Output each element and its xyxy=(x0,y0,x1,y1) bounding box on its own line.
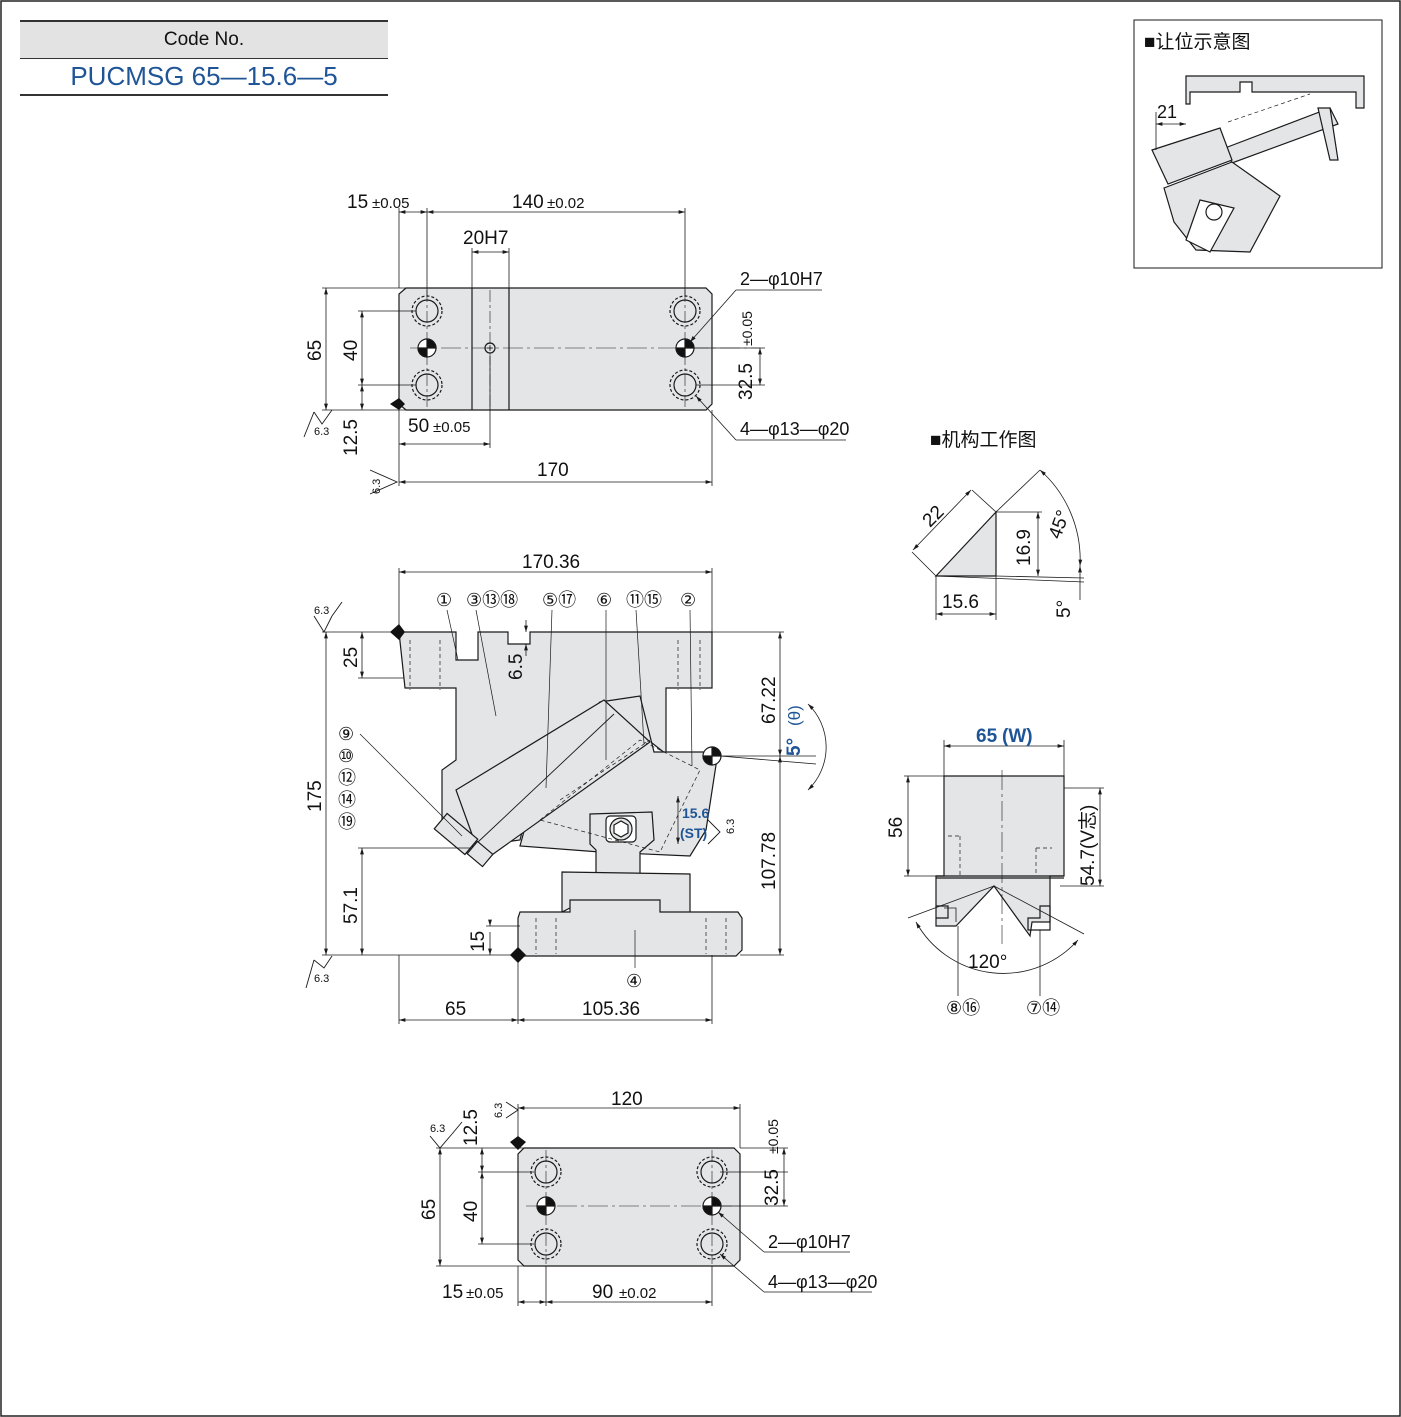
dim-50: 50 xyxy=(408,416,429,437)
part-callout-14: ⑭ xyxy=(338,790,356,810)
theta-label: (θ) xyxy=(785,705,804,726)
top-plate xyxy=(398,287,713,411)
part-callout-12: ⑫ xyxy=(338,768,356,788)
side-angle-120: 120° xyxy=(968,952,1007,973)
part-callout-6: ⑥ xyxy=(596,590,612,610)
bottom-dim-15: 15 xyxy=(442,1282,463,1303)
angle-5: 5° xyxy=(784,738,805,756)
mech-angle-5: 5° xyxy=(1054,600,1075,618)
side-dim-65: 65 xyxy=(976,726,998,747)
rough-bottom: 6.3 xyxy=(314,973,329,985)
bottom-dim-32-5: 32.5 xyxy=(762,1169,783,1206)
dim-57-1: 57.1 xyxy=(341,887,362,924)
part-callout-10: ⑩ xyxy=(338,746,354,766)
hole-pin-label: 2—φ10H7 xyxy=(740,269,823,289)
code-value: PUCMSG 65—15.6—5 xyxy=(20,59,388,96)
bottom-hole-pin: 2—φ10H7 xyxy=(768,1232,851,1252)
part-callout-2: ② xyxy=(680,590,696,610)
part-callout-8-16: ⑧⑯ xyxy=(946,998,980,1018)
hole-bolt-label: 4—φ13—φ20 xyxy=(740,419,849,439)
side-view xyxy=(904,740,1104,996)
top-view xyxy=(303,208,846,495)
clearance-dim-21: 21 xyxy=(1157,102,1177,122)
front-view xyxy=(305,568,827,1024)
code-header: Code No. xyxy=(20,20,388,59)
part-callout-3-13-18: ③⑬⑱ xyxy=(466,590,518,610)
front-view-labels: 170.36 25 6.5 67.22 5° (θ) 175 107.78 15… xyxy=(305,552,805,1020)
tol-15: ±0.05 xyxy=(372,195,409,212)
clearance-title: ■让位示意图 xyxy=(1144,31,1250,53)
part-callout-9: ⑨ xyxy=(338,724,354,744)
side-view-labels: 65 (W) 56 54.7(V志) 120° ⑧⑯ ⑦⑭ xyxy=(886,726,1099,1018)
part-callout-19: ⑲ xyxy=(338,812,356,832)
bottom-dim-40: 40 xyxy=(461,1201,482,1222)
dim-170-36: 170.36 xyxy=(522,552,580,573)
bottom-view xyxy=(429,1101,872,1306)
side-w-label: (W) xyxy=(1002,726,1033,747)
bottom-tol-15: ±0.05 xyxy=(466,1285,503,1302)
dim-65: 65 xyxy=(445,999,466,1020)
part-callout-5-17: ⑤⑰ xyxy=(542,590,576,610)
tol-32-5: ±0.05 xyxy=(739,311,755,346)
bottom-dim-90: 90 xyxy=(592,1282,613,1303)
dim-6-5: 6.5 xyxy=(506,654,527,680)
rough-side: 6.3 xyxy=(725,819,737,834)
tol-50: ±0.05 xyxy=(433,419,470,436)
bottom-hole-bolt: 4—φ13—φ20 xyxy=(768,1272,877,1292)
code-number-box: Code No. PUCMSG 65—15.6—5 xyxy=(20,20,388,96)
stroke-label: (ST) xyxy=(680,825,707,841)
stroke-value: 15.6 xyxy=(682,805,709,821)
dim-25: 25 xyxy=(341,647,362,668)
dim-12-5: 12.5 xyxy=(341,419,362,456)
part-callout-1: ① xyxy=(436,590,452,610)
mech-dim-22: 22 xyxy=(919,502,949,532)
mech-angle-45: 45° xyxy=(1045,508,1075,542)
bottom-dim-65: 65 xyxy=(419,1199,440,1220)
front-base-plate xyxy=(517,899,743,957)
dim-15: 15 xyxy=(468,931,489,952)
mechanism-diagram xyxy=(911,469,1085,620)
bottom-tol-32-5: ±0.05 xyxy=(765,1119,781,1154)
rough-b: 6.3 xyxy=(371,479,383,494)
dim-65: 65 xyxy=(305,340,326,361)
part-callout-11-15: ⑪⑮ xyxy=(626,590,662,610)
side-dim-56: 56 xyxy=(886,817,907,838)
bottom-dim-12-5: 12.5 xyxy=(461,1109,482,1146)
dim-40: 40 xyxy=(341,340,362,361)
dim-140: 140 xyxy=(512,192,544,213)
rough-top: 6.3 xyxy=(314,605,329,617)
bottom-dim-120: 120 xyxy=(611,1089,643,1110)
rough-a: 6.3 xyxy=(314,426,329,438)
dim-67-22: 67.22 xyxy=(759,676,780,724)
clearance-inset xyxy=(1133,19,1383,269)
dim-107-78: 107.78 xyxy=(759,832,780,890)
bottom-rough-a: 6.3 xyxy=(430,1123,445,1135)
top-view-labels: 15 ±0.05 140 ±0.02 20H7 65 40 12.5 50 ±0… xyxy=(305,192,849,494)
bottom-tol-90: ±0.02 xyxy=(619,1285,656,1302)
part-callout-7-14: ⑦⑭ xyxy=(1026,998,1060,1018)
tol-140: ±0.02 xyxy=(547,195,584,212)
dim-32-5: 32.5 xyxy=(736,363,757,400)
bottom-rough-b: 6.3 xyxy=(493,1103,505,1118)
bottom-view-labels: 120 12.5 65 40 32.5 ±0.05 15 ±0.05 90 ±0… xyxy=(419,1089,877,1303)
side-dim-54-7: 54.7(V志) xyxy=(1077,805,1099,886)
dim-105-36: 105.36 xyxy=(582,999,640,1020)
clearance-labels: ■让位示意图 21 xyxy=(1144,31,1250,122)
mechanism-title: ■机构工作图 xyxy=(930,429,1036,451)
dim-170: 170 xyxy=(537,460,569,481)
mech-dim-15-6: 15.6 xyxy=(942,592,979,613)
dim-175: 175 xyxy=(305,780,326,812)
dim-20h7: 20H7 xyxy=(463,228,508,249)
mech-dim-16-9: 16.9 xyxy=(1014,529,1035,566)
dim-15: 15 xyxy=(347,192,368,213)
part-callout-4: ④ xyxy=(626,971,642,991)
mechanism-labels: ■机构工作图 22 16.9 45° 15.6 5° xyxy=(919,429,1075,618)
